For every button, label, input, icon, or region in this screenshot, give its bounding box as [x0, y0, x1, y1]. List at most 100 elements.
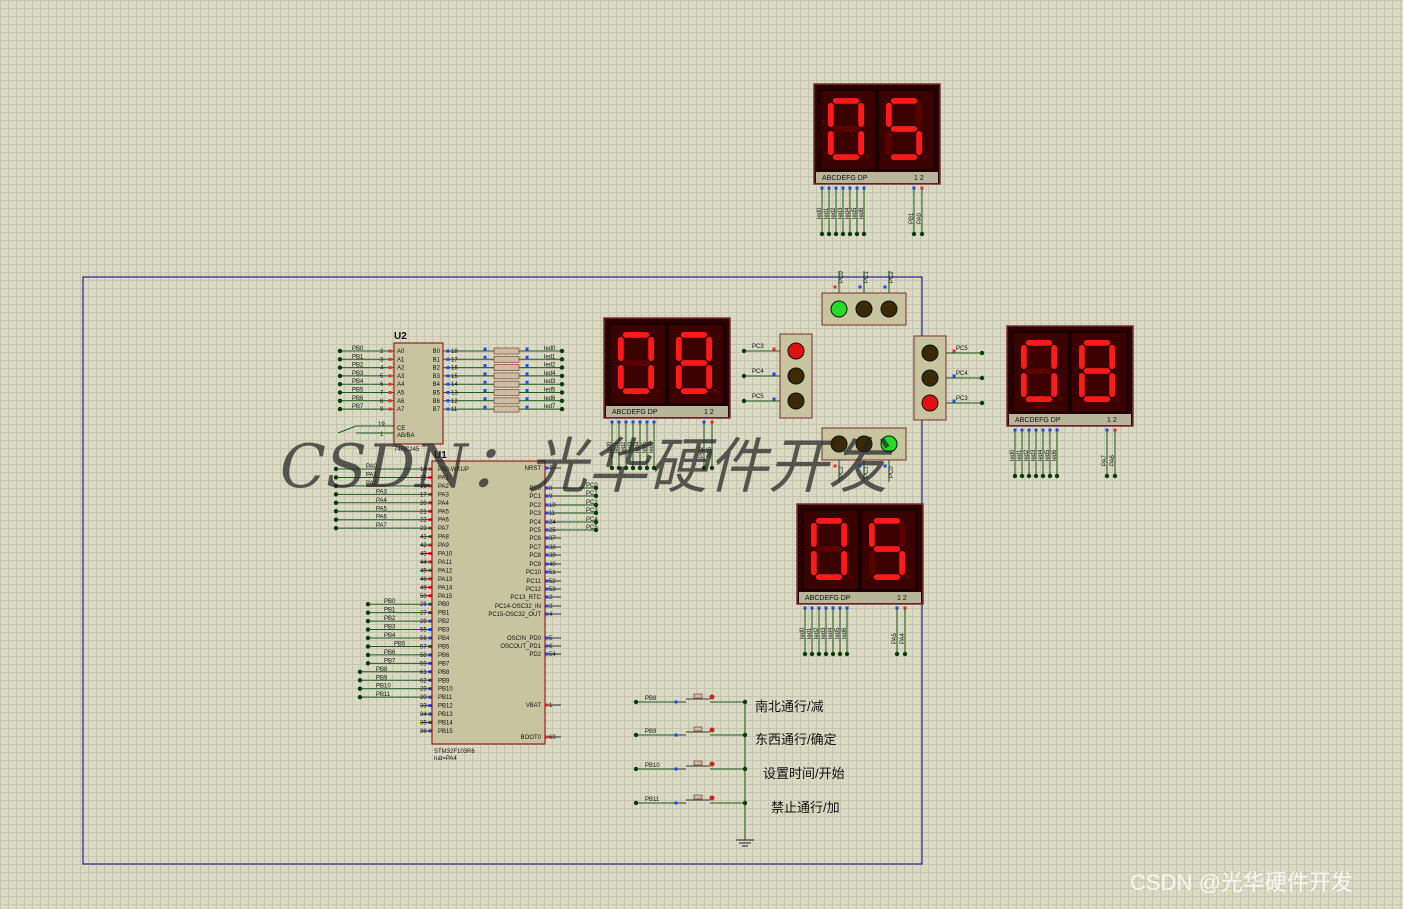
- pin-number: 6: [549, 644, 553, 650]
- pin-name: PC1: [529, 494, 541, 500]
- segment-a: [890, 98, 918, 104]
- pin-state-marker: [545, 562, 549, 566]
- segment-a: [622, 332, 650, 338]
- pin-name: PA5: [438, 509, 450, 515]
- pin-name: B3: [433, 374, 441, 380]
- junction-dot: [357, 669, 363, 674]
- net-label-PA0: PA0: [917, 212, 923, 224]
- chip-u1-stm32f103r6[interactable]: U1STM32F103R6nat=PA4PA0-WKUP14PA115PA216…: [333, 450, 599, 762]
- segment-b: [916, 102, 922, 127]
- net-label-PC1: PC1: [864, 271, 870, 283]
- pin-state-marker: [525, 372, 529, 376]
- net-label-PB1: PB1: [909, 212, 915, 224]
- net-label-led4: led4: [1038, 449, 1044, 461]
- resistor: [493, 347, 520, 355]
- net-label-led1: led1: [614, 441, 620, 453]
- segment-pin-labels: ABCDEFG DP: [822, 175, 868, 182]
- pin-number: 5: [380, 374, 384, 380]
- pin-name: PC15-OSC32_OUT: [488, 612, 541, 618]
- junction-dot: [337, 390, 343, 395]
- net-label-led0: led0: [817, 207, 823, 219]
- pin-name: PB6: [438, 653, 450, 659]
- junction-dot: [742, 766, 748, 772]
- pin-number: 49: [420, 585, 427, 591]
- pin-strip: [816, 172, 938, 183]
- net-label: PB7: [384, 658, 396, 664]
- pin-number: 19: [378, 422, 385, 428]
- net-label-PC0: PC0: [889, 466, 895, 478]
- pin-name: OSCOUT_PD1: [500, 644, 541, 650]
- pin-state-marker: [483, 380, 487, 384]
- pin-state-marker: [483, 372, 487, 376]
- wire: [337, 425, 357, 434]
- pin-state-marker: [525, 364, 529, 368]
- pin-state-marker: [545, 579, 549, 583]
- junction-dot: [979, 375, 985, 381]
- segment-e: [811, 551, 817, 576]
- junction-dot: [741, 398, 747, 404]
- segment-f: [811, 522, 817, 547]
- net-label: PA7: [376, 523, 388, 529]
- pin-strip: [1009, 414, 1131, 425]
- net-label: PB5: [394, 641, 406, 647]
- pin-number: 15: [451, 374, 458, 380]
- junction-dot: [593, 485, 599, 491]
- pin-state-marker: [952, 374, 956, 378]
- net-label: PA3: [376, 489, 388, 495]
- junction-dot: [1026, 473, 1032, 479]
- pin-state-marker: [388, 349, 392, 353]
- switch-indicator: [709, 761, 715, 767]
- pin-name: A5: [397, 391, 405, 397]
- junction-dot: [894, 651, 900, 657]
- segment-g: [680, 360, 708, 366]
- segment-c: [648, 365, 654, 390]
- lamp-off: [787, 392, 805, 410]
- pin-name: PB14: [438, 721, 453, 727]
- junction-dot: [337, 348, 343, 354]
- pin-state-marker: [446, 357, 450, 361]
- digit-pin-labels: 1 2: [914, 175, 924, 182]
- segment-e: [1021, 373, 1027, 398]
- pin-state-marker: [388, 374, 392, 378]
- pin-name: PA10: [438, 552, 453, 558]
- pin-name: PB11: [438, 695, 453, 701]
- pin-name: PB7: [438, 661, 450, 667]
- pin-state-marker: [545, 511, 549, 515]
- junction-dot: [633, 800, 639, 806]
- pin-state-marker: [545, 553, 549, 557]
- net-label: PA5: [376, 506, 388, 512]
- pin-number: 39: [549, 553, 556, 559]
- pin-number: 2: [380, 349, 384, 355]
- net-label-led5: led5: [835, 627, 841, 639]
- junction-dot: [333, 509, 339, 514]
- pin-state-marker: [446, 399, 450, 403]
- pin-number: 4: [549, 612, 553, 618]
- net-label: PA0: [366, 464, 378, 470]
- net-label: PB6: [384, 650, 396, 656]
- segment-pin-labels: ABCDEFG DP: [612, 409, 658, 416]
- pin-number: 24: [549, 520, 556, 526]
- junction-dot: [816, 651, 822, 657]
- pin-number: 26: [420, 602, 427, 608]
- junction-dot: [979, 350, 985, 356]
- pin-number: 34: [420, 712, 427, 718]
- net-label-led2: led2: [814, 627, 820, 639]
- junction-dot: [337, 373, 343, 379]
- net-label-led4: led4: [828, 627, 834, 639]
- segment-d: [873, 574, 901, 580]
